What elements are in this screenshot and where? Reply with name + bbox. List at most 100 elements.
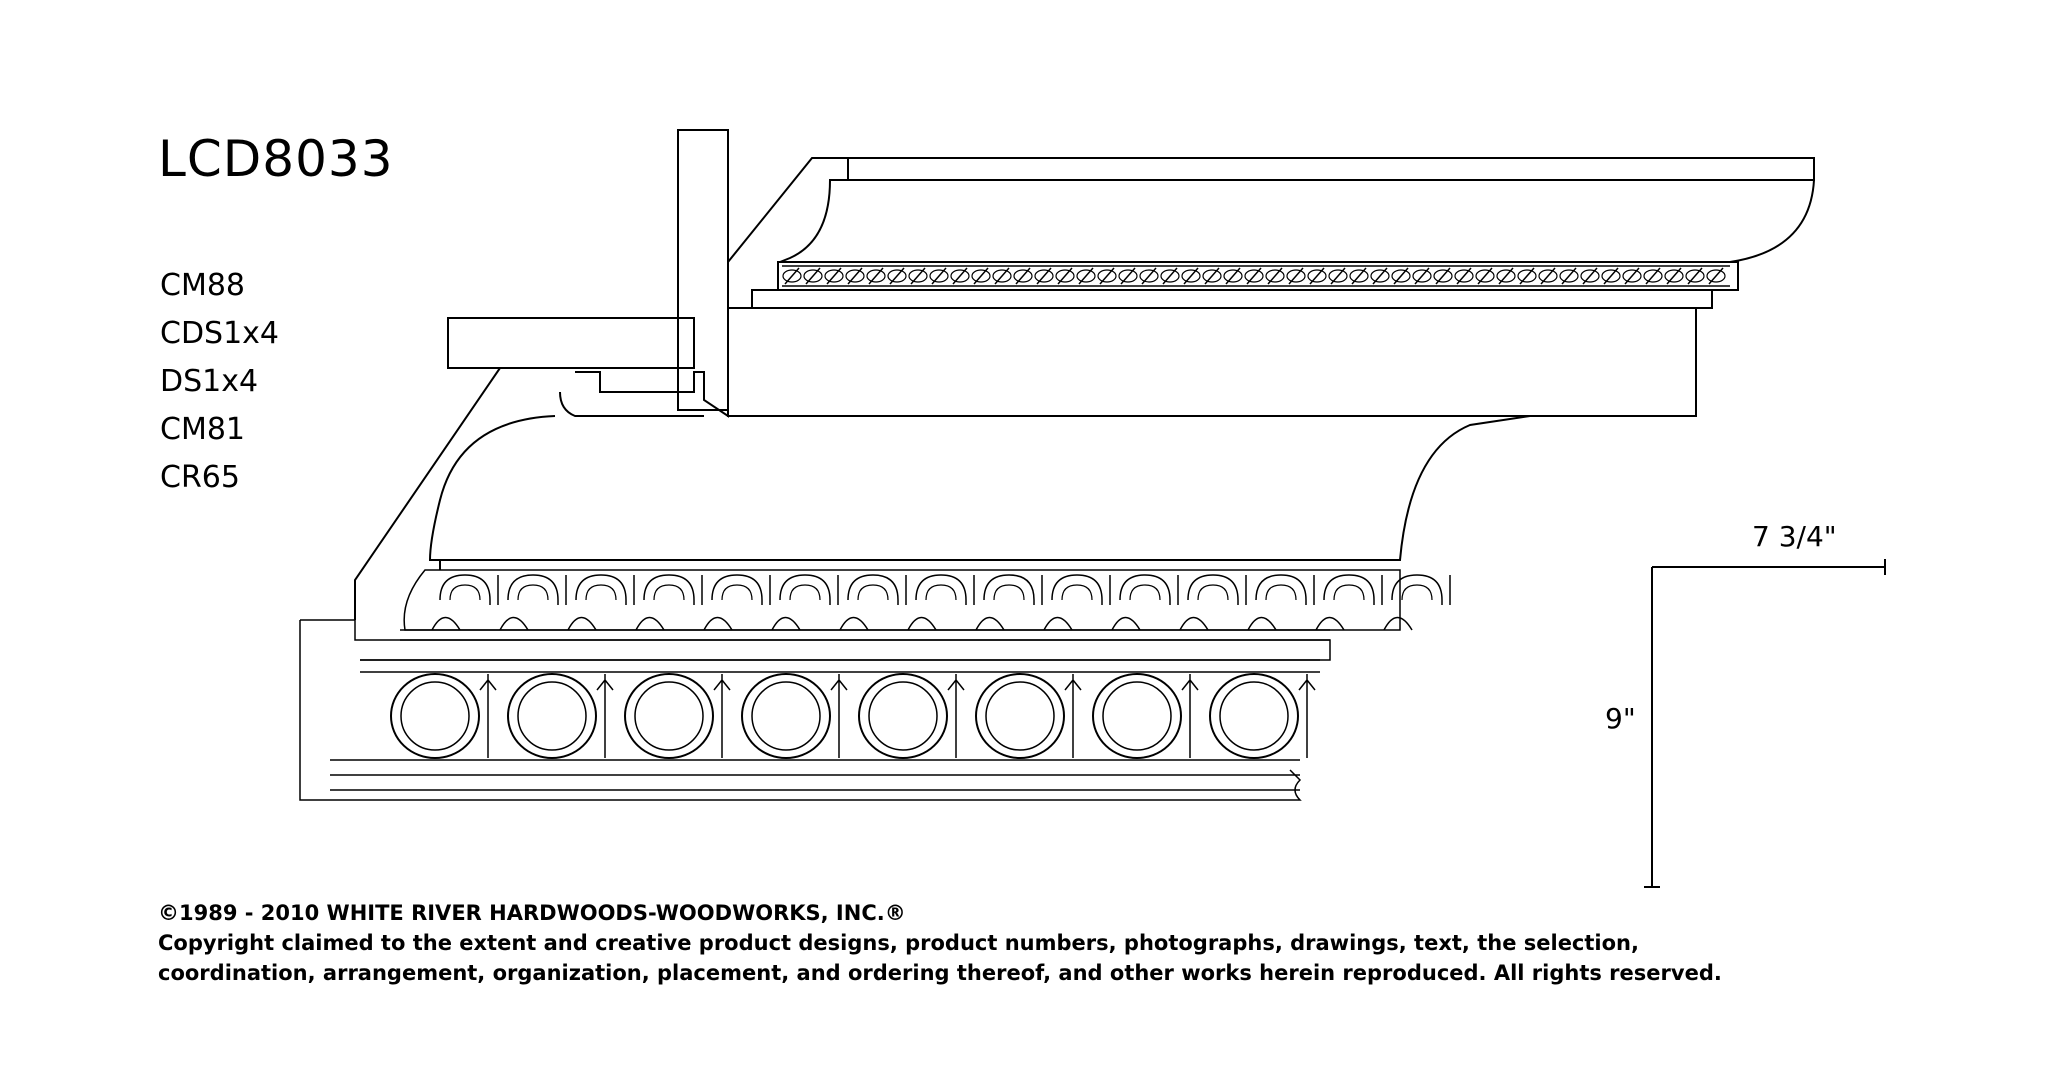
dart: [479, 674, 497, 758]
rope-bead-loop: [887, 269, 907, 283]
leaf-arch: [1255, 574, 1307, 605]
dart: [947, 674, 965, 758]
rope-bead-loop: [1265, 269, 1285, 283]
leaf-tip: [1315, 616, 1345, 631]
leaf-tip: [975, 616, 1005, 631]
rope-bead-loop: [1391, 269, 1411, 283]
component-item: CM88: [160, 268, 246, 303]
dart: [1064, 674, 1082, 758]
egg-inner: [517, 681, 587, 751]
egg-inner: [1102, 681, 1172, 751]
rope-bead-loop: [1496, 269, 1516, 283]
component-item: CDS1x4: [160, 316, 280, 351]
leaf-arch: [779, 574, 831, 605]
rope-bead-loop: [1307, 269, 1327, 283]
rope-bead-loop: [1538, 269, 1558, 283]
egg-outer: [390, 673, 480, 759]
leaf-inner: [789, 584, 821, 601]
rope-bead-loop: [845, 269, 865, 283]
egg-and-dart-band: [299, 619, 1331, 801]
rope-bead-loop: [1580, 269, 1600, 283]
leaf-arch: [1391, 574, 1443, 605]
leaf-tip: [1179, 616, 1209, 631]
dart: [596, 674, 614, 758]
dart: [713, 674, 731, 758]
copyright-line: Copyright claimed to the extent and crea…: [158, 931, 1639, 955]
egg-outer: [1209, 673, 1299, 759]
leaf-arch: [915, 574, 967, 605]
rope-bead-loop: [1559, 269, 1579, 283]
leaf-arch: [1323, 574, 1375, 605]
vertical-post: [677, 129, 729, 411]
leaf-tip: [1043, 616, 1073, 631]
leaf-inner: [585, 584, 617, 601]
rope-bead-loop: [1685, 269, 1705, 283]
top-crown-profile: [727, 157, 1815, 309]
leaf-arch: [711, 574, 763, 605]
egg-inner: [985, 681, 1055, 751]
mid-crown-profile: [354, 367, 1531, 620]
leaf-tip: [907, 616, 937, 631]
rope-bead-loop: [1055, 269, 1075, 283]
leaf-inner: [1129, 584, 1161, 601]
leaf-inner: [721, 584, 753, 601]
rope-bead-loop: [866, 269, 886, 283]
leaf-inner: [1061, 584, 1093, 601]
egg-inner: [1219, 681, 1289, 751]
rope-bead-loop: [1118, 269, 1138, 283]
rope-bead-loop: [950, 269, 970, 283]
egg-outer: [741, 673, 831, 759]
base-block-profile: [575, 371, 729, 418]
horizontal-block: [447, 317, 695, 369]
component-list: CM88 CDS1x4 DS1x4 CM81 CR65: [160, 262, 279, 502]
egg-inner: [400, 681, 470, 751]
leaf-tip: [499, 616, 529, 631]
rope-bead-loop: [1706, 269, 1726, 283]
leaf-inner: [653, 584, 685, 601]
leaf-tip: [431, 616, 461, 631]
rope-bead-loop: [1433, 269, 1453, 283]
rope-bead-loop: [803, 269, 823, 283]
leaf-tip: [635, 616, 665, 631]
dart: [830, 674, 848, 758]
rope-bead-loop: [992, 269, 1012, 283]
leaf-arch: [1051, 574, 1103, 605]
rope-bead-loop: [1412, 269, 1432, 283]
rope-bead-loop: [929, 269, 949, 283]
rope-bead-loop: [1034, 269, 1054, 283]
leaf-tip: [1383, 616, 1413, 631]
rope-bead-loop: [1454, 269, 1474, 283]
leaf-tip: [1247, 616, 1277, 631]
egg-outer: [507, 673, 597, 759]
component-item: DS1x4: [160, 364, 259, 399]
component-item: CM81: [160, 412, 246, 447]
leaf-inner: [449, 584, 481, 601]
product-title: LCD8033: [158, 130, 394, 188]
rope-bead-loop: [1475, 269, 1495, 283]
rope-bead-loop: [971, 269, 991, 283]
frieze-board: [727, 307, 1697, 417]
rope-bead-loop: [1622, 269, 1642, 283]
egg-inner: [868, 681, 938, 751]
leaf-inner: [925, 584, 957, 601]
leaf-inner: [857, 584, 889, 601]
leaf-arch: [575, 574, 627, 605]
leaf-inner: [1265, 584, 1297, 601]
copyright-line: ©1989 - 2010 WHITE RIVER HARDWOODS-WOODW…: [158, 901, 906, 925]
rope-bead-loop: [1328, 269, 1348, 283]
rope-bead-loop: [1223, 269, 1243, 283]
rope-bead-loop: [1349, 269, 1369, 283]
leaf-arch: [847, 574, 899, 605]
egg-outer: [858, 673, 948, 759]
dimension-lines: [1644, 559, 1886, 888]
rope-bead-loop: [1370, 269, 1390, 283]
leaf-inner: [993, 584, 1025, 601]
leaf-arch: [983, 574, 1035, 605]
rope-bead-loop: [1286, 269, 1306, 283]
copyright-line: coordination, arrangement, organization,…: [158, 961, 1722, 985]
rope-bead-loop: [1076, 269, 1096, 283]
leaf-inner: [1333, 584, 1365, 601]
rope-bead-loop: [1181, 269, 1201, 283]
component-item: CR65: [160, 460, 240, 495]
leaf-arch: [643, 574, 695, 605]
